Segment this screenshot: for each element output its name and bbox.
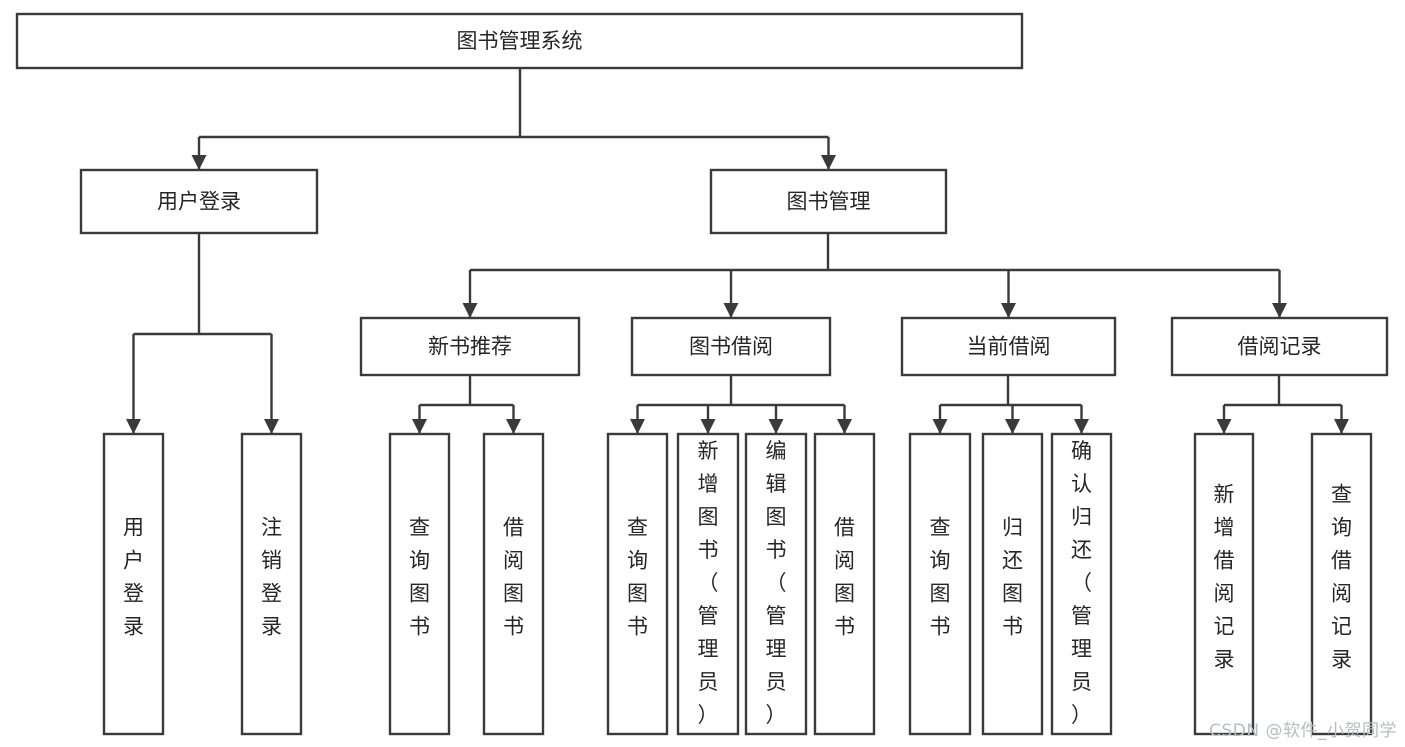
arrow-head-icon: [191, 155, 207, 170]
node-label: 查询图书: [409, 516, 430, 639]
node-box[interactable]: [981, 432, 1044, 736]
arrow-head-icon: [932, 419, 948, 434]
node-level3[interactable]: 新书推荐: [359, 316, 581, 377]
node-label: 借阅图书: [834, 516, 855, 639]
node-leaf[interactable]: 新增借阅记录: [1193, 432, 1255, 736]
node-leaf[interactable]: 查询图书: [606, 432, 669, 736]
node-leaf[interactable]: 查询图书: [388, 432, 451, 736]
arrow-head-icon: [1334, 419, 1349, 434]
node-label: 用户登录: [157, 190, 241, 214]
connector-layer: [126, 68, 1349, 434]
node-label: 新书推荐: [428, 335, 512, 359]
node-label: 确认归还（管理员）: [1071, 439, 1092, 727]
arrow-head-icon: [630, 419, 645, 434]
node-leaf[interactable]: 查询图书: [908, 432, 972, 736]
arrow-head-icon: [723, 303, 739, 318]
node-label: 借阅记录: [1238, 335, 1322, 359]
node-box[interactable]: [388, 432, 451, 736]
node-box[interactable]: [676, 432, 740, 736]
node-leaf[interactable]: 借阅图书: [813, 432, 876, 736]
arrow-head-icon: [700, 419, 716, 434]
node-box[interactable]: [359, 316, 581, 377]
edge-group: [462, 233, 1287, 318]
arrow-head-icon: [1216, 419, 1232, 434]
edge-group: [191, 68, 836, 170]
arrow-head-icon: [264, 419, 279, 434]
node-root[interactable]: 图书管理系统: [15, 12, 1024, 70]
node-leaf[interactable]: 用户登录: [102, 432, 165, 736]
node-label: 图书管理: [787, 190, 871, 214]
node-box[interactable]: [709, 168, 948, 235]
edge-group: [126, 233, 279, 434]
node-level2[interactable]: 图书管理: [709, 168, 948, 235]
node-leaf[interactable]: 借阅图书: [482, 432, 545, 736]
csdn-watermark: CSDN @软件_小贺同学: [1209, 721, 1397, 741]
node-box[interactable]: [1050, 432, 1113, 736]
node-box[interactable]: [15, 12, 1024, 70]
node-label: 用户登录: [123, 516, 144, 639]
node-level2[interactable]: 用户登录: [79, 168, 319, 235]
node-box[interactable]: [79, 168, 319, 235]
arrow-head-icon: [837, 419, 852, 434]
node-label: 图书管理系统: [457, 29, 583, 53]
node-label: 新增图书（管理员）: [698, 439, 719, 727]
node-leaf[interactable]: 编辑图书（管理员）: [744, 432, 808, 736]
arrow-head-icon: [821, 155, 836, 170]
node-box[interactable]: [908, 432, 972, 736]
node-label: 借阅图书: [503, 516, 524, 639]
node-leaf[interactable]: 查询借阅记录: [1310, 432, 1373, 736]
node-leaf[interactable]: 归还图书: [981, 432, 1044, 736]
edge-group: [412, 375, 521, 434]
node-box[interactable]: [606, 432, 669, 736]
node-box[interactable]: [813, 432, 876, 736]
node-box[interactable]: [1310, 432, 1373, 736]
node-box[interactable]: [1170, 316, 1389, 377]
node-label: 归还图书: [1002, 516, 1023, 639]
node-level3[interactable]: 借阅记录: [1170, 316, 1389, 377]
arrow-head-icon: [462, 303, 478, 318]
arrow-head-icon: [506, 419, 521, 434]
arrow-head-icon: [126, 419, 141, 434]
edge-group: [630, 375, 852, 434]
node-label: 编辑图书（管理员）: [766, 439, 787, 727]
arrow-head-icon: [1005, 419, 1020, 434]
node-box[interactable]: [240, 432, 303, 736]
node-level3[interactable]: 图书借阅: [630, 316, 832, 377]
node-label: 查询图书: [930, 516, 951, 639]
edge-group: [1216, 375, 1349, 434]
node-label: 注销登录: [261, 516, 282, 639]
node-level3[interactable]: 当前借阅: [900, 316, 1117, 377]
arrow-head-icon: [412, 419, 427, 434]
node-box[interactable]: [1193, 432, 1255, 736]
node-leaf[interactable]: 确认归还（管理员）: [1050, 432, 1113, 736]
arrow-head-icon: [1001, 303, 1016, 318]
node-leaf[interactable]: 新增图书（管理员）: [676, 432, 740, 736]
arrow-head-icon: [1074, 419, 1089, 434]
node-label: 图书借阅: [689, 335, 773, 359]
node-box[interactable]: [482, 432, 545, 736]
node-label: 当前借阅: [967, 335, 1051, 359]
node-box[interactable]: [900, 316, 1117, 377]
node-box[interactable]: [744, 432, 808, 736]
edge-group: [932, 375, 1089, 434]
node-label: 查询图书: [627, 516, 648, 639]
node-label: 新增借阅记录: [1214, 483, 1235, 672]
node-box[interactable]: [630, 316, 832, 377]
arrow-head-icon: [1272, 303, 1287, 318]
arrow-head-icon: [768, 419, 784, 434]
node-leaf[interactable]: 注销登录: [240, 432, 303, 736]
node-layer: 图书管理系统用户登录图书管理新书推荐图书借阅当前借阅借阅记录用户登录注销登录查询…: [15, 12, 1389, 736]
node-box[interactable]: [102, 432, 165, 736]
node-label: 查询借阅记录: [1331, 483, 1352, 672]
